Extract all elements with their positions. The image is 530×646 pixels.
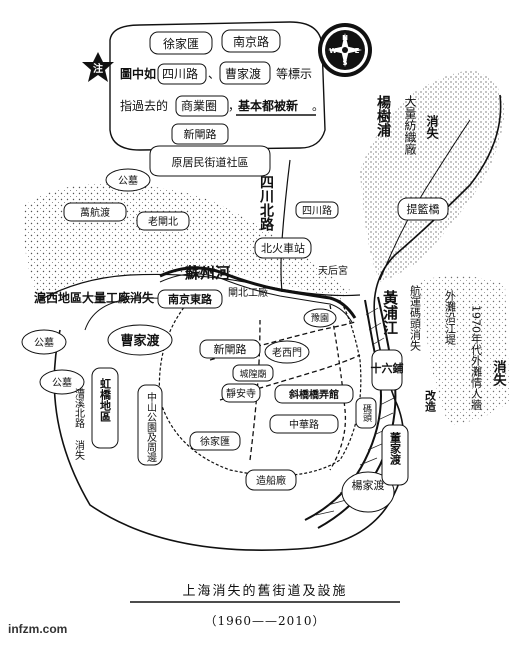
- label-zhonghua-road: 中華路: [289, 418, 319, 431]
- label-xinzha-road: 新閘路: [214, 342, 247, 356]
- svg-text:圖中如: 圖中如: [120, 66, 156, 81]
- label-beach-path: 漕溪北路: [73, 387, 85, 429]
- legend-badge: 注: [82, 52, 114, 82]
- svg-text:商業圈: 商業圈: [181, 98, 217, 113]
- road-bund: [329, 304, 347, 471]
- label-huangpu-river: 黃浦江: [381, 289, 399, 336]
- compass-s: S: [342, 59, 347, 67]
- label-suzhou-river: 蘇州河: [184, 264, 230, 282]
- legend-sub-xinzha: 新閘路: [184, 127, 217, 141]
- label-bund-1970: 1970年代外灘情人牆: [470, 305, 483, 411]
- dotted-region-pudong: [420, 276, 510, 425]
- svg-text:曹家渡: 曹家渡: [225, 66, 261, 81]
- label-yangjiadu: 楊家渡: [352, 478, 385, 492]
- legend-line-2: 指過去的 商業圈 ， 基本都被新 。: [120, 95, 324, 117]
- label-shiliupu: 十六鋪: [371, 361, 404, 375]
- label-yan-an-road: 斜橋橋弄館: [288, 388, 339, 401]
- dotted-region-east: [360, 70, 505, 282]
- label-jiangxi: 南京東路: [168, 292, 213, 306]
- svg-text:。: 。: [312, 99, 324, 113]
- map-caption-title: 上海消失的舊街道及設施: [182, 584, 348, 599]
- label-dongjiadu: 董家渡: [389, 431, 402, 466]
- label-cemetery-2: 公墓: [34, 336, 54, 349]
- label-yangpu-fade: 消失: [425, 114, 439, 140]
- compass-n: N: [342, 34, 348, 42]
- label-binjiang-fade: 改造: [424, 389, 437, 413]
- label-yuyuan: 豫園: [311, 312, 329, 324]
- label-bund-1970-fade: 消失: [491, 359, 507, 387]
- source-watermark: infzm.com: [8, 622, 68, 636]
- label-sichuan-road: 四川路: [302, 204, 332, 217]
- label-yangshupu: 楊樹浦: [375, 94, 391, 138]
- label-wharf-vanish: 航運碼頭消失: [409, 284, 422, 352]
- svg-text:、: 、: [208, 67, 220, 81]
- label-yangpu-mass: 大量紡織廠: [403, 95, 417, 156]
- legend-line-1: 圖中如 四川路 、 曹家渡 等標示: [120, 61, 312, 85]
- compass-w: W: [329, 47, 337, 55]
- svg-text:，: ，: [228, 99, 240, 113]
- label-dock-area: 碼頭: [361, 404, 372, 423]
- label-xujiahui-bottom: 徐家匯: [200, 435, 230, 448]
- label-jingan-temple: 靜安寺: [226, 387, 256, 400]
- legend-box-xujiahui: 徐家匯: [163, 36, 199, 51]
- label-zhabei-factories: 閘北工廠: [228, 286, 268, 299]
- label-city-temple: 城隍廟: [239, 368, 266, 380]
- compass-rose: N S E W: [318, 23, 372, 77]
- label-north-station: 北火車站: [261, 241, 305, 255]
- compass-e: E: [355, 47, 360, 55]
- label-beach-path-2: 消失: [73, 439, 85, 461]
- legend-box-nanjing: 南京路: [233, 34, 269, 49]
- yangpu-ridge: [379, 119, 471, 281]
- label-laoximen: 老西門: [272, 346, 302, 359]
- suzhou-creek-bank: [159, 273, 353, 323]
- suzhou-creek: [159, 266, 357, 319]
- svg-text:四川路: 四川路: [162, 66, 198, 81]
- svg-text:基本都被新: 基本都被新: [237, 98, 298, 113]
- label-cemetery-1: 公墓: [118, 174, 138, 187]
- label-cemetery-3: 公墓: [52, 376, 72, 389]
- label-huxi-factories: 滬西地區大量工廠消失: [34, 290, 155, 305]
- svg-text:指過去的: 指過去的: [120, 98, 168, 113]
- legend-sub-residents: 原居民街道社區: [172, 155, 249, 169]
- label-hongqiao: 虹橋地區: [99, 377, 112, 422]
- label-tilanqiao: 提籃橋: [407, 202, 440, 216]
- label-caojiadu: 曹家渡: [120, 333, 160, 349]
- legend-badge-text: 注: [93, 62, 103, 75]
- northern-boundary: [39, 273, 361, 301]
- map-caption-years: （1960——2010）: [204, 614, 326, 628]
- label-tianhong-temple: 天后宮: [318, 264, 348, 277]
- label-zhongshan-park: 中山公園及周邊: [145, 391, 157, 463]
- label-pudong-lanes: 外灘沿江堤: [444, 290, 457, 345]
- label-zhabei-east: 萬航渡: [80, 206, 110, 219]
- svg-text:等標示: 等標示: [276, 67, 312, 81]
- label-laozhabei: 老閘北: [148, 215, 178, 228]
- label-boat-factory: 造船廠: [256, 474, 286, 487]
- label-north-sichuan: 四川北路: [258, 175, 275, 231]
